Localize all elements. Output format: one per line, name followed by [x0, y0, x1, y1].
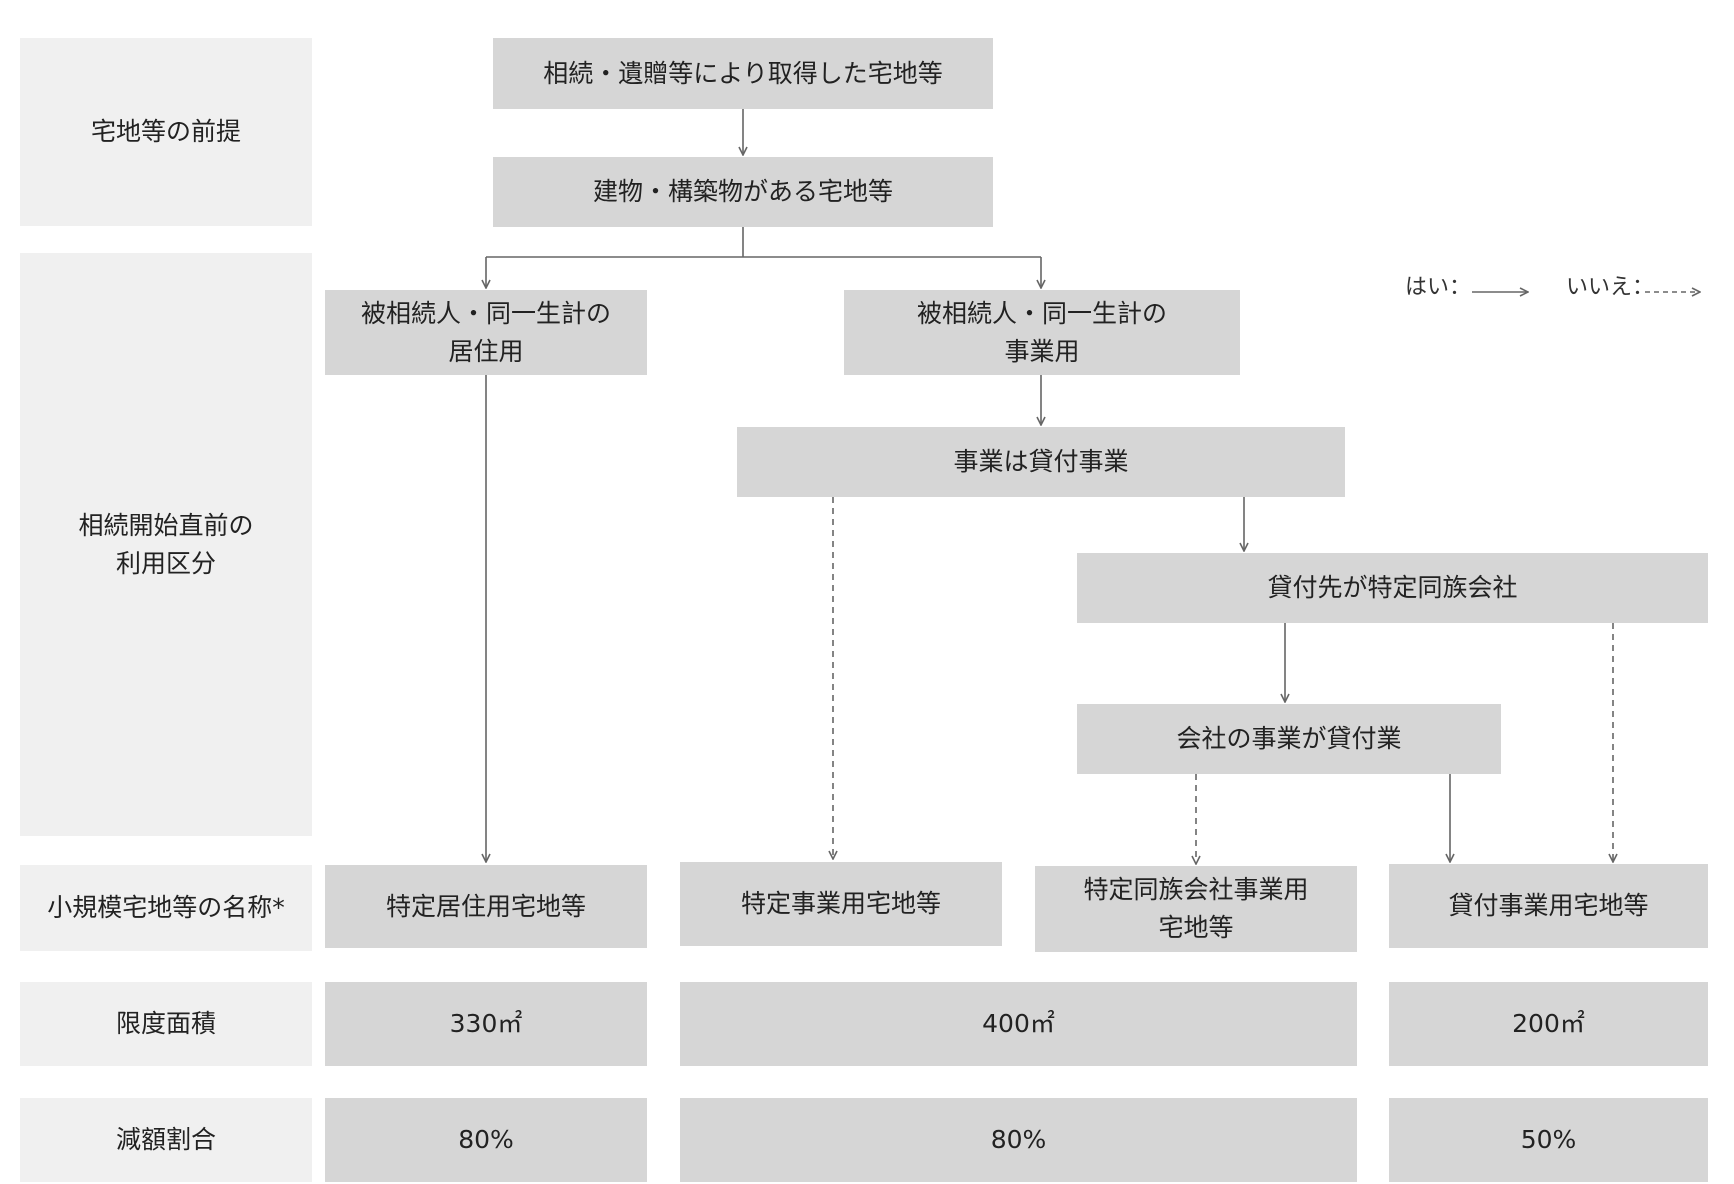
- node-lending-business: 事業は貸付事業: [737, 427, 1345, 497]
- row-label-premise: 宅地等の前提: [20, 38, 312, 226]
- category-specific-family-company: 特定同族会社事業用 宅地等: [1035, 866, 1357, 952]
- reduction-rate-business: 80%: [680, 1098, 1357, 1182]
- row-label-limit-area: 限度面積: [20, 982, 312, 1066]
- category-specific-residential: 特定居住用宅地等: [325, 865, 647, 948]
- node-lessee-family-company: 貸付先が特定同族会社: [1077, 553, 1708, 623]
- row-label-usage: 相続開始直前の 利用区分: [20, 253, 312, 836]
- category-specific-business: 特定事業用宅地等: [680, 862, 1002, 946]
- node-land-with-building: 建物・構築物がある宅地等: [493, 157, 993, 227]
- category-lending-business-land: 貸付事業用宅地等: [1389, 864, 1708, 948]
- node-business-use: 被相続人・同一生計の 事業用: [844, 290, 1240, 375]
- node-residential-use: 被相続人・同一生計の 居住用: [325, 290, 647, 375]
- row-label-reduction-rate: 減額割合: [20, 1098, 312, 1182]
- row-label-name: 小規模宅地等の名称*: [20, 865, 312, 951]
- limit-area-residential: 330㎡: [325, 982, 647, 1066]
- legend-yes-label: はい：: [1405, 275, 1472, 300]
- reduction-rate-residential: 80%: [325, 1098, 647, 1182]
- node-acquired-land: 相続・遺贈等により取得した宅地等: [493, 38, 993, 109]
- limit-area-business: 400㎡: [680, 982, 1357, 1066]
- node-company-lending: 会社の事業が貸付業: [1077, 704, 1501, 774]
- legend-no-label: いいえ：: [1566, 275, 1655, 300]
- limit-area-lending: 200㎡: [1389, 982, 1708, 1066]
- reduction-rate-lending: 50%: [1389, 1098, 1708, 1182]
